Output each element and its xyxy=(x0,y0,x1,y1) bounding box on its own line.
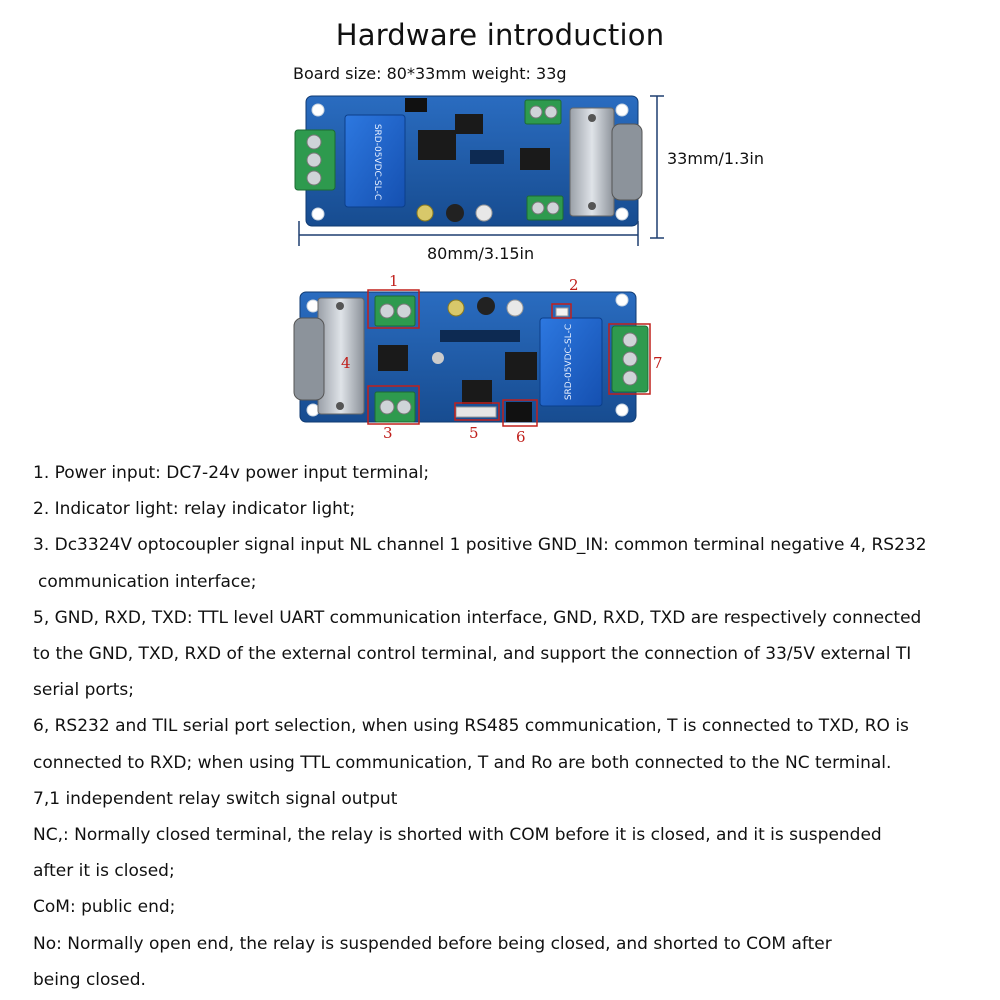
page-title: Hardware introduction xyxy=(335,18,665,52)
description-line: 7,1 independent relay switch signal outp… xyxy=(33,788,398,809)
width-dimension-label: 80mm/3.15in xyxy=(427,244,535,263)
description-line: No: Normally open end, the relay is susp… xyxy=(33,933,832,954)
callout-1: 1 xyxy=(389,272,399,290)
description-line: 1. Power input: DC7-24v power input term… xyxy=(33,463,430,483)
description-line: CoM: public end; xyxy=(33,897,176,918)
description-line: communication interface; xyxy=(38,571,257,592)
board-size-subtitle: Board size: 80*33mm weight: 33g xyxy=(293,64,567,83)
height-dimension xyxy=(650,95,664,239)
top-relay-text: SRD-05VDC-SL-C xyxy=(372,124,382,200)
description-line: connected to RXD; when using TTL communi… xyxy=(33,752,892,773)
description-line: being closed. xyxy=(33,969,146,990)
description-line: 6, RS232 and TIL serial port selection, … xyxy=(33,716,909,737)
callout-6: 6 xyxy=(516,428,526,446)
description-line: 2. Indicator light: relay indicator ligh… xyxy=(33,499,356,520)
callout-5: 5 xyxy=(469,424,479,442)
width-dimension xyxy=(298,221,639,246)
height-dimension-label: 33mm/1.3in xyxy=(667,149,764,168)
callout-boxes xyxy=(367,289,651,427)
callout-3: 3 xyxy=(383,424,393,442)
bottom-relay-text: SRD-05VDC-SL-C xyxy=(564,324,574,400)
callout-2: 2 xyxy=(569,276,579,294)
description-line: after it is closed; xyxy=(33,861,175,882)
top-board-image: SRD-05VDC-SL-C xyxy=(294,95,643,227)
callout-4: 4 xyxy=(341,354,351,372)
description-line: serial ports; xyxy=(33,680,135,701)
description-list: 1. Power input: DC7-24v power input term… xyxy=(33,455,983,998)
description-line: 3. Dc3324V optocoupler signal input NL c… xyxy=(33,535,927,556)
board-figure: SRD-05VDC-SL-C xyxy=(293,95,664,446)
description-line: to the GND, TXD, RXD of the external con… xyxy=(33,644,912,665)
bottom-board-image: SRD-05VDC-SL-C xyxy=(293,291,649,423)
description-line: 5, GND, RXD, TXD: TTL level UART communi… xyxy=(33,607,922,628)
description-line: NC,: Normally closed terminal, the relay… xyxy=(33,825,882,846)
callout-7: 7 xyxy=(653,354,663,372)
